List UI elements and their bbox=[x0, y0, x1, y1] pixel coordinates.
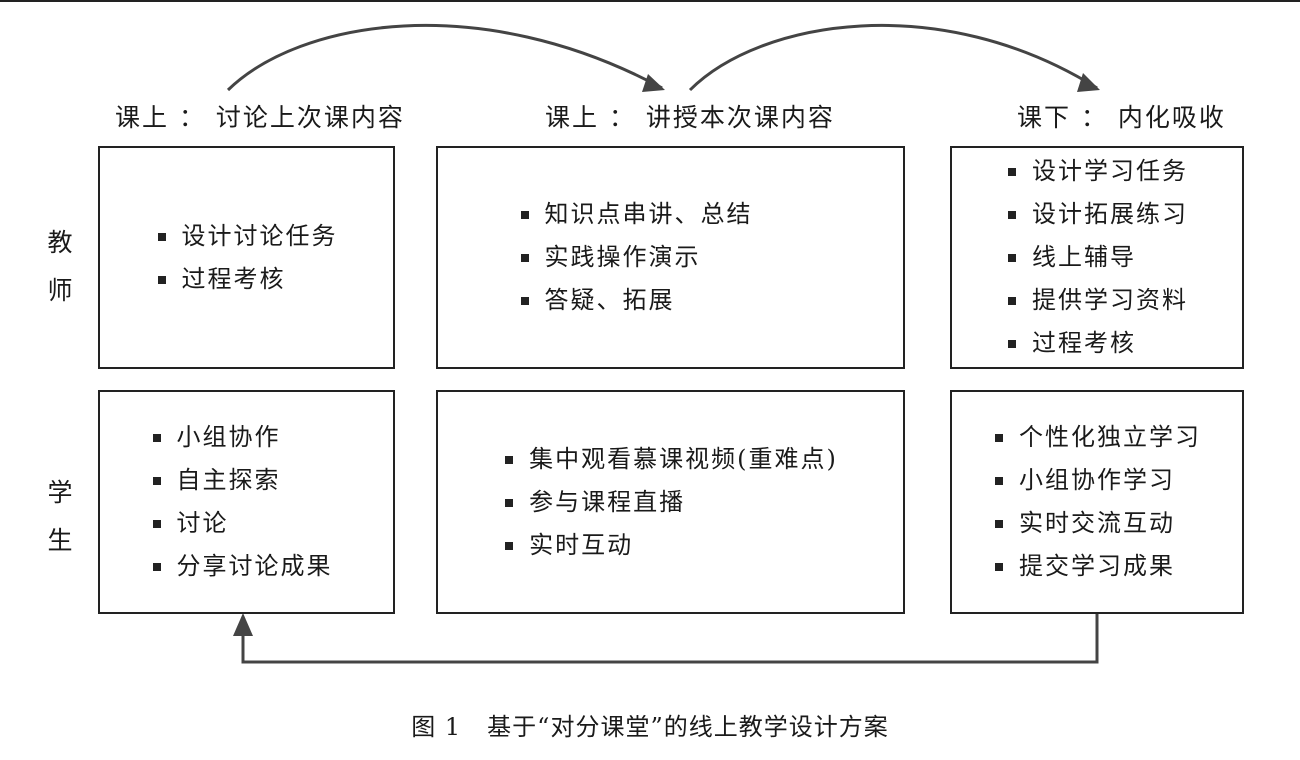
student-box-internalize: 个性化独立学习 小组协作学习 实时交流互动 提交学习成果 bbox=[950, 390, 1244, 614]
feedback-loop-arrow bbox=[241, 613, 1099, 664]
list-item: 分享讨论成果 bbox=[151, 545, 333, 588]
arrowhead-phase2 bbox=[642, 74, 665, 92]
phase-label-internalize: 课下 ： 内化吸收 bbox=[1017, 103, 1226, 132]
figure-number: 图 1 bbox=[411, 713, 462, 741]
arrow-phase1-to-phase2 bbox=[226, 24, 663, 92]
role-char: 学 bbox=[47, 478, 73, 507]
list-item: 设计讨论任务 bbox=[156, 215, 338, 258]
top-rule bbox=[0, 0, 1300, 2]
role-char: 师 bbox=[47, 276, 73, 305]
student-task-list: 个性化独立学习 小组协作学习 实时交流互动 提交学习成果 bbox=[993, 416, 1201, 588]
teacher-task-list: 设计学习任务 设计拓展练习 线上辅导 提供学习资料 过程考核 bbox=[1006, 150, 1188, 365]
list-item: 设计拓展练习 bbox=[1006, 193, 1188, 236]
student-task-list: 集中观看慕课视频(重难点) 参与课程直播 实时互动 bbox=[503, 438, 838, 567]
list-item: 小组协作学习 bbox=[993, 459, 1201, 502]
teacher-task-list: 知识点串讲、总结 实践操作演示 答疑、拓展 bbox=[519, 193, 753, 322]
list-item: 知识点串讲、总结 bbox=[519, 193, 753, 236]
role-label-student: 学 生 bbox=[40, 469, 80, 565]
list-item: 个性化独立学习 bbox=[993, 416, 1201, 459]
phase-label-discuss-previous: 课上 ： 讨论上次课内容 bbox=[115, 103, 405, 132]
arrow-phase2-to-phase3 bbox=[688, 23, 1098, 92]
list-item: 实践操作演示 bbox=[519, 236, 753, 279]
student-task-list: 小组协作 自主探索 讨论 分享讨论成果 bbox=[151, 416, 333, 588]
list-item: 自主探索 bbox=[151, 459, 333, 502]
list-item: 讨论 bbox=[151, 502, 333, 545]
list-item: 参与课程直播 bbox=[503, 481, 838, 524]
arrowhead-loop bbox=[233, 613, 253, 636]
student-box-lecture: 集中观看慕课视频(重难点) 参与课程直播 实时互动 bbox=[436, 390, 905, 614]
list-item: 小组协作 bbox=[151, 416, 333, 459]
phase-label-lecture-current: 课上 ： 讲授本次课内容 bbox=[545, 103, 835, 132]
list-item: 提交学习成果 bbox=[993, 545, 1201, 588]
list-item: 设计学习任务 bbox=[1006, 150, 1188, 193]
list-item: 提供学习资料 bbox=[1006, 279, 1188, 322]
role-char: 生 bbox=[47, 526, 73, 555]
figure-caption: 图 1 基于“对分课堂”的线上教学设计方案 bbox=[0, 707, 1300, 742]
role-label-teacher: 教 师 bbox=[40, 219, 80, 315]
list-item: 过程考核 bbox=[1006, 322, 1188, 365]
list-item: 实时交流互动 bbox=[993, 502, 1201, 545]
list-item: 过程考核 bbox=[156, 258, 338, 301]
teacher-box-internalize: 设计学习任务 设计拓展练习 线上辅导 提供学习资料 过程考核 bbox=[950, 146, 1244, 369]
list-item: 集中观看慕课视频(重难点) bbox=[503, 438, 838, 481]
student-box-discuss: 小组协作 自主探索 讨论 分享讨论成果 bbox=[98, 390, 395, 614]
arrowhead-phase3 bbox=[1077, 73, 1100, 92]
teacher-box-discuss: 设计讨论任务 过程考核 bbox=[98, 146, 395, 369]
role-char: 教 bbox=[47, 228, 73, 257]
list-item: 答疑、拓展 bbox=[519, 279, 753, 322]
figure-title: 基于“对分课堂”的线上教学设计方案 bbox=[487, 713, 889, 741]
list-item: 线上辅导 bbox=[1006, 236, 1188, 279]
teacher-task-list: 设计讨论任务 过程考核 bbox=[156, 215, 338, 301]
teacher-box-lecture: 知识点串讲、总结 实践操作演示 答疑、拓展 bbox=[436, 146, 905, 369]
list-item: 实时互动 bbox=[503, 524, 838, 567]
